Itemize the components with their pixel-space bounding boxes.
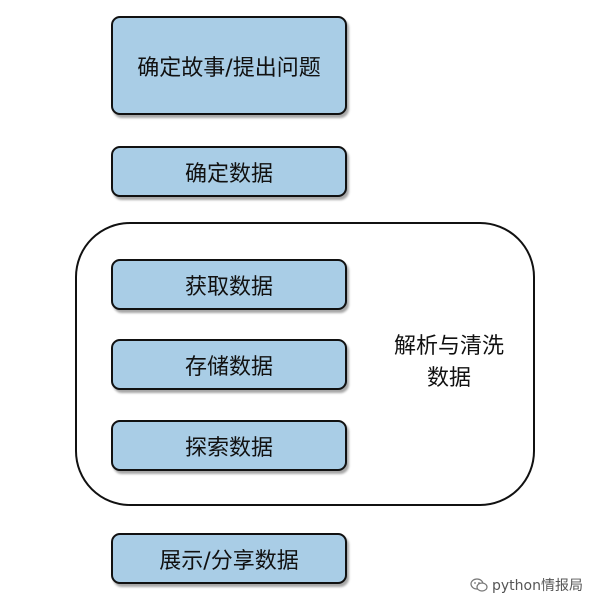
step-acquire-data-label: 获取数据 — [184, 274, 273, 300]
step-explore-data-label: 探索数据 — [184, 435, 273, 461]
parse-clean-group — [75, 222, 535, 506]
step-define-data: 确定数据 — [111, 146, 347, 197]
step-present-data: 展示/分享数据 — [111, 533, 347, 584]
step-define-story: 确定故事/提出问题 — [111, 16, 347, 115]
step-acquire-data: 获取数据 — [111, 259, 347, 310]
step-define-data-label: 确定数据 — [184, 161, 273, 187]
group-label-line2: 数据 — [426, 366, 471, 391]
step-explore-data: 探索数据 — [111, 420, 347, 471]
wechat-icon — [470, 578, 488, 592]
step-define-story-label: 确定故事/提出问题 — [137, 55, 321, 81]
step-present-data-label: 展示/分享数据 — [159, 548, 299, 574]
step-store-data-label: 存储数据 — [184, 354, 273, 380]
watermark: python情报局 — [470, 575, 583, 595]
watermark-text: python情报局 — [492, 578, 583, 594]
step-store-data: 存储数据 — [111, 339, 347, 390]
parse-clean-group-label: 解析与清洗 数据 — [378, 331, 520, 395]
group-label-line1: 解析与清洗 — [393, 334, 504, 359]
